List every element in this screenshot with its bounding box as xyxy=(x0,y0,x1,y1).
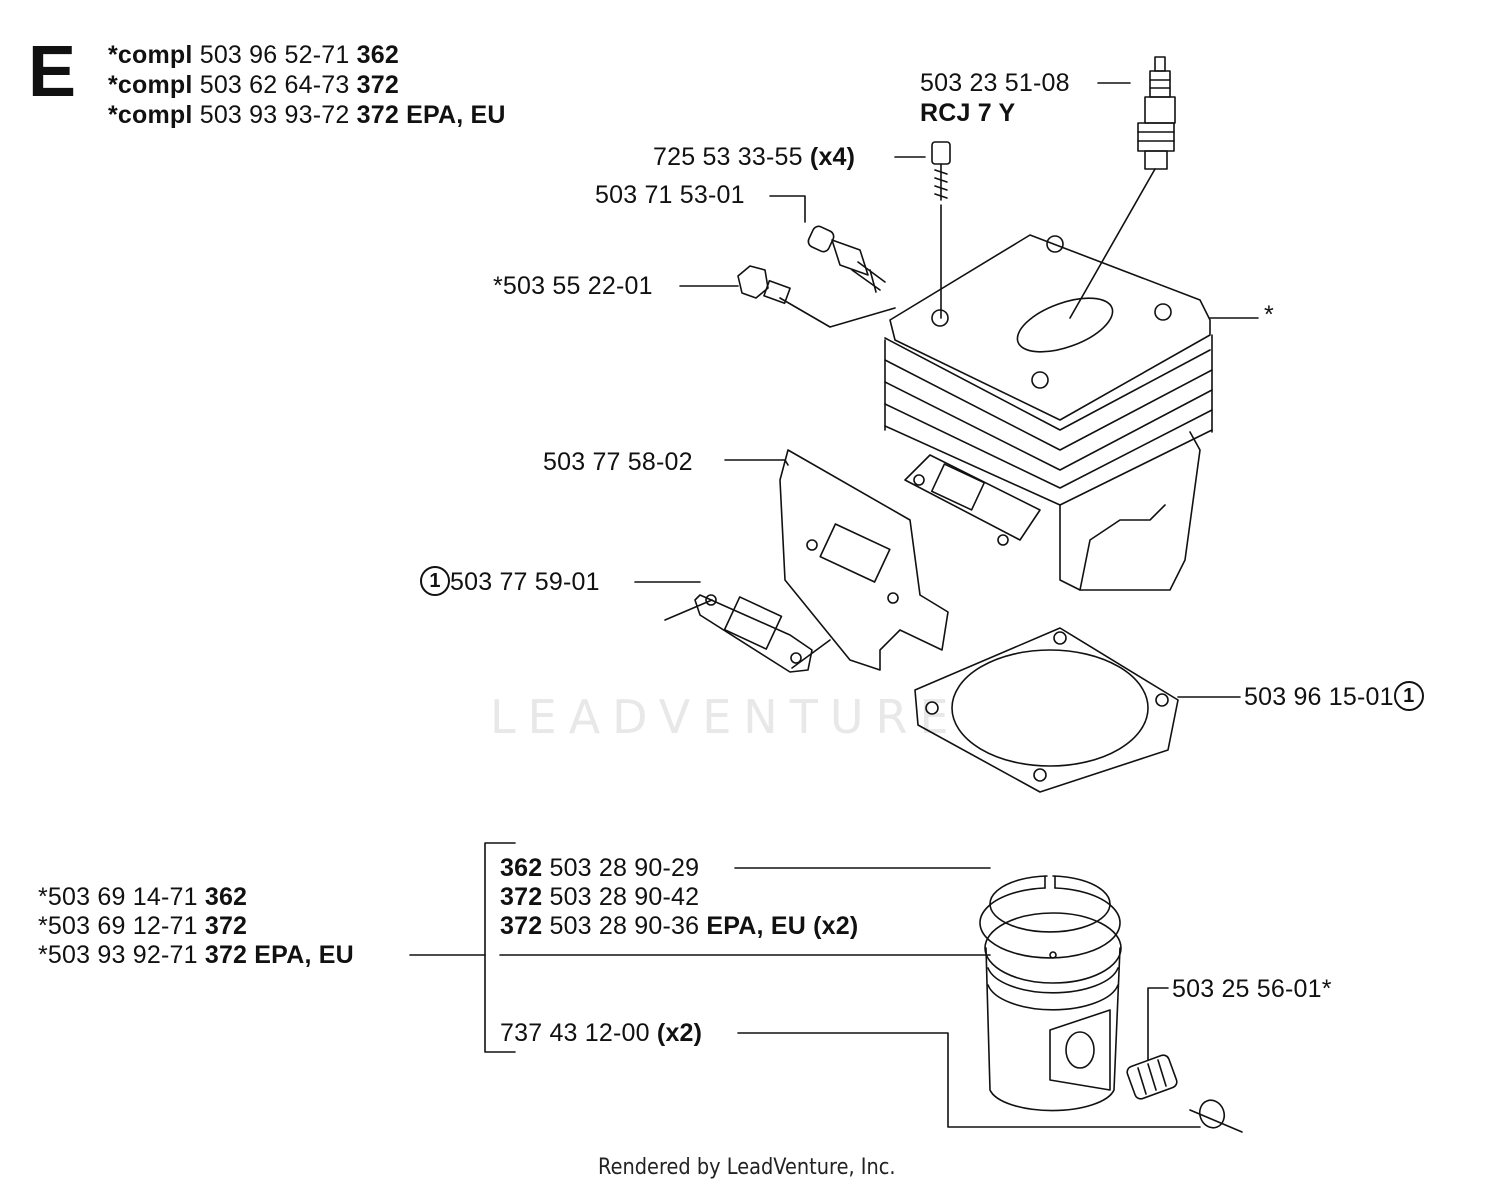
header-line-2: *compl 503 62 64-73 372 xyxy=(108,70,399,100)
base-gasket-circle-marker: 1 xyxy=(1393,681,1424,712)
plug-part-number: *503 55 22-01 xyxy=(493,272,653,300)
plate-part-number: 503 77 58-02 xyxy=(543,448,693,476)
piston-model: 362 xyxy=(204,883,248,911)
spark-plug-part-number: 503 23 51-08 xyxy=(920,69,1070,97)
piston-assembly-row-2: *503 69 12-71 372 xyxy=(38,911,247,941)
gasket-part-number: 503 77 59-01 xyxy=(450,568,600,596)
header-part-number: 503 93 93-72 xyxy=(199,101,350,129)
leader-bearing xyxy=(1147,987,1169,1061)
header-prefix: *compl xyxy=(108,41,193,69)
piston-part-number: *503 93 92-71 xyxy=(38,941,198,969)
ring-model: 362 xyxy=(500,854,543,882)
ring-part-number: 503 28 90-42 xyxy=(549,883,700,911)
spark-plug-type: RCJ 7 Y xyxy=(920,99,1016,127)
leader-valve xyxy=(769,195,806,223)
ring-part-number: 503 28 90-29 xyxy=(549,854,700,882)
piston-ring-row-3: 372 503 28 90-36 EPA, EU (x2) xyxy=(500,911,858,941)
bracket xyxy=(484,842,516,1053)
piston-part-number: *503 69 14-71 xyxy=(38,883,198,911)
base-gasket-part-number: 503 96 15-01 xyxy=(1244,683,1394,711)
screw-part-number: 725 53 33-55 xyxy=(653,143,803,171)
circlip-label: 737 43 12-00 (x2) xyxy=(500,1018,702,1048)
footer-credit: Rendered by LeadVenture, Inc. xyxy=(598,1155,896,1180)
piston-drawing xyxy=(984,912,1122,1112)
header-line-3: *compl 503 93 93-72 372 EPA, EU xyxy=(108,100,506,130)
gasket-circle-marker: 1 xyxy=(420,566,450,597)
header-prefix: *compl xyxy=(108,101,193,129)
cylinder-drawing xyxy=(884,234,1213,591)
needle-bearing-part-number: 503 25 56-01* xyxy=(1172,975,1332,1003)
ring-model: 372 xyxy=(500,912,543,940)
screw-label: 725 53 33-55 (x4) xyxy=(653,142,855,172)
plate-drawing xyxy=(779,449,949,671)
section-letter: E xyxy=(28,32,77,112)
cylinder-marker: * xyxy=(1264,301,1274,329)
ring-part-number: 503 28 90-36 xyxy=(549,912,700,940)
header-line-1: *compl 503 96 52-71 362 xyxy=(108,40,399,70)
ring-model: 372 xyxy=(500,883,543,911)
circlip-quantity: (x2) xyxy=(656,1019,703,1047)
header-model: 362 xyxy=(356,41,399,69)
piston-model: 372 EPA, EU xyxy=(204,941,354,969)
leader-valve-to-cylinder xyxy=(779,297,896,328)
plug-bolt-drawing xyxy=(737,265,791,305)
header-prefix: *compl xyxy=(108,71,193,99)
header-part-number: 503 96 52-71 xyxy=(199,41,350,69)
screw-drawing xyxy=(931,141,951,319)
needle-bearing-drawing xyxy=(1126,1054,1178,1100)
piston-part-number: *503 69 12-71 xyxy=(38,912,198,940)
valve-drawing xyxy=(807,225,886,293)
circlip-drawing xyxy=(1189,1099,1243,1133)
circlip-part-number: 737 43 12-00 xyxy=(500,1019,650,1047)
leader-plate xyxy=(724,459,789,466)
piston-assembly-row-3: *503 93 92-71 372 EPA, EU xyxy=(38,940,354,970)
piston-assembly-row-1: *503 69 14-71 362 xyxy=(38,882,247,912)
watermark: LEADVENTURE xyxy=(490,690,961,744)
ring-suffix: EPA, EU (x2) xyxy=(706,912,859,940)
screw-quantity: (x4) xyxy=(809,143,856,171)
valve-part-number: 503 71 53-01 xyxy=(595,181,745,209)
piston-model: 372 xyxy=(204,912,248,940)
leader-circlip xyxy=(737,1032,1201,1128)
header-part-number: 503 62 64-73 xyxy=(199,71,350,99)
piston-ring-row-2: 372 503 28 90-42 xyxy=(500,882,699,912)
header-model: 372 EPA, EU xyxy=(356,101,506,129)
gasket-drawing xyxy=(664,594,831,673)
spark-plug-drawing xyxy=(1069,56,1176,319)
base-gasket-drawing xyxy=(914,627,1179,793)
piston-ring-row-1: 362 503 28 90-29 xyxy=(500,853,699,883)
header-model: 372 xyxy=(356,71,399,99)
piston-ring-drawing xyxy=(979,875,1121,959)
